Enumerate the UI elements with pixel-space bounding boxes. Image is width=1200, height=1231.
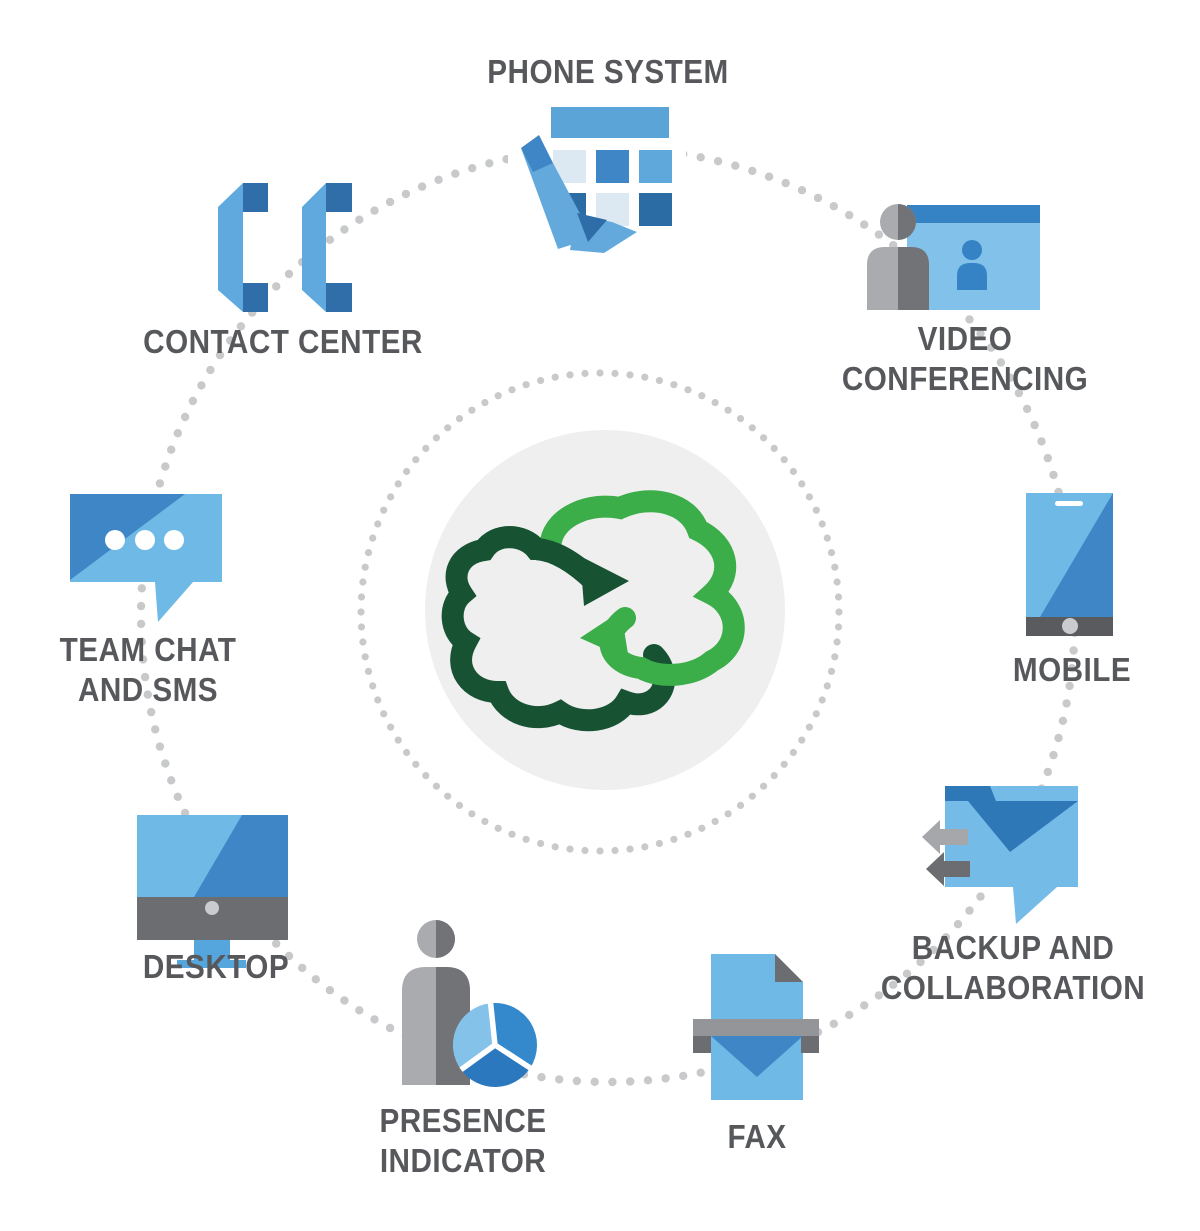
arrow-left-light xyxy=(922,820,968,854)
bubble-tail xyxy=(155,582,193,622)
label-backup-and-collaboration: BACKUP AND COLLABORATION xyxy=(881,928,1145,1008)
label-line: CONTACT CENTER xyxy=(143,323,423,360)
label-line: TEAM CHAT xyxy=(59,631,237,668)
envelope-flap xyxy=(711,1036,803,1077)
chat-dot xyxy=(164,530,184,550)
chat-dot xyxy=(105,530,125,550)
smartphone-icon xyxy=(1026,493,1113,636)
label-line: DESKTOP xyxy=(142,948,290,985)
fax-slot xyxy=(693,1019,819,1036)
cloud-sync-logo xyxy=(425,430,785,790)
label-desktop: DESKTOP xyxy=(143,947,289,987)
folded-corner xyxy=(775,954,803,982)
label-team-chat-and-sms: TEAM CHAT AND SMS xyxy=(60,630,237,710)
label-fax: FAX xyxy=(727,1117,786,1157)
label-mobile: MOBILE xyxy=(1013,650,1131,690)
chat-bubble-icon xyxy=(70,494,222,622)
speaker xyxy=(1055,501,1083,506)
monitor-stand xyxy=(194,940,230,960)
label-line: PRESENCE xyxy=(379,1102,547,1139)
remote-person-icon xyxy=(962,240,982,260)
label-line: COLLABORATION xyxy=(880,969,1146,1006)
label-line: FAX xyxy=(727,1118,787,1155)
folder-flap xyxy=(945,786,1078,852)
video-conference-icon xyxy=(867,204,1040,310)
phone-keypad-icon xyxy=(508,96,686,268)
label-line: BACKUP AND xyxy=(911,929,1115,966)
dark-cloud-over xyxy=(473,526,605,592)
chat-dot xyxy=(135,530,155,550)
bubble-tail xyxy=(1013,887,1057,924)
arrow-left-dark xyxy=(926,852,970,886)
label-line: AND SMS xyxy=(77,671,219,708)
desktop-monitor-icon xyxy=(137,815,288,968)
label-line: VIDEO xyxy=(917,320,1013,357)
label-line: CONFERENCING xyxy=(841,360,1089,397)
label-presence-indicator: PRESENCE INDICATOR xyxy=(379,1101,546,1181)
home-button xyxy=(1062,618,1078,634)
label-contact-center: CONTACT CENTER xyxy=(143,322,423,362)
label-line: MOBILE xyxy=(1012,651,1132,688)
phone-handsets-icon xyxy=(218,183,352,312)
fax-document-icon xyxy=(693,954,819,1100)
label-line: INDICATOR xyxy=(379,1142,547,1179)
dark-arrowhead xyxy=(580,556,629,606)
inner-dotted-circle xyxy=(357,369,843,855)
pie-chart xyxy=(452,1002,538,1088)
label-video-conferencing: VIDEO CONFERENCING xyxy=(842,319,1088,399)
light-arrowhead xyxy=(580,611,629,660)
person-pie-chart-icon xyxy=(402,920,538,1088)
label-line: PHONE SYSTEM xyxy=(487,53,729,90)
label-phone-system: PHONE SYSTEM xyxy=(487,52,728,92)
folder-share-icon xyxy=(922,786,1078,924)
